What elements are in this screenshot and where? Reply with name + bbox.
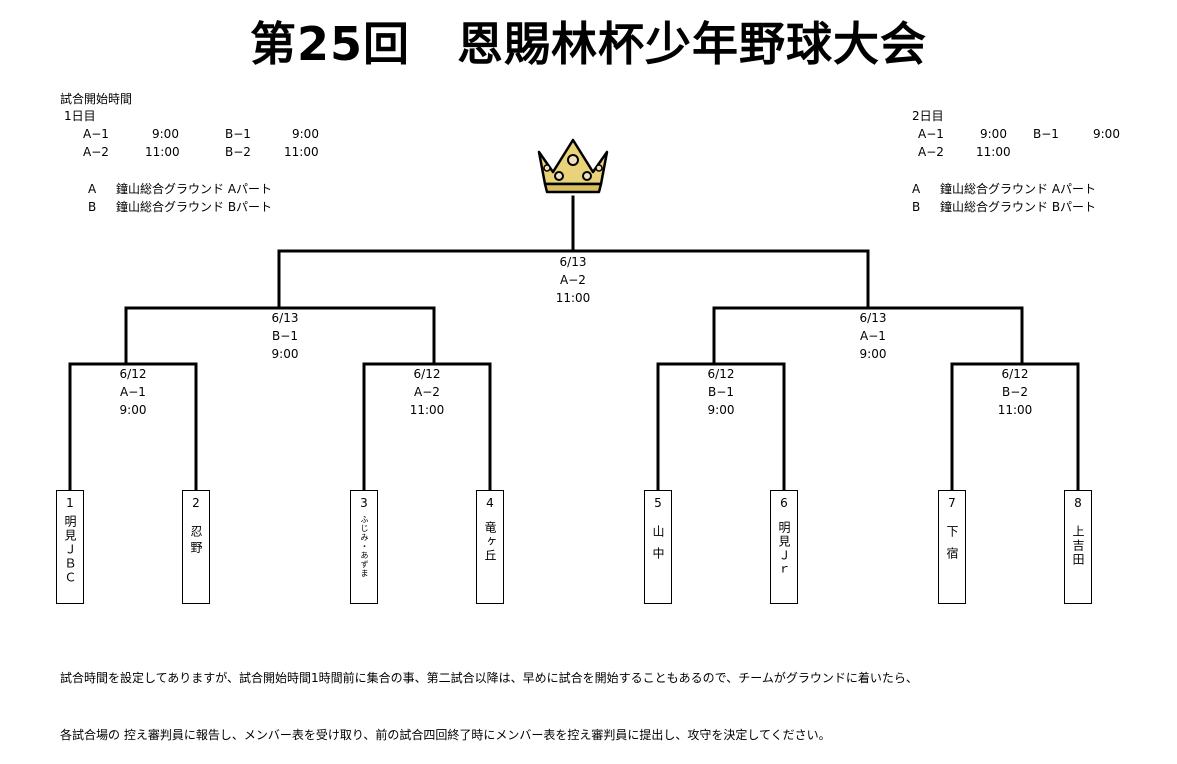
note-line: 各試合場の 控え審判員に報告し、メンバー表を受け取り、前の試合四回終了時にメンバ… — [60, 728, 831, 742]
r1-2-line — [362, 362, 492, 491]
match-time: 9:00 — [859, 347, 887, 361]
ground-code: A — [912, 182, 921, 196]
match-semi-right: 6/13 A−1 9:00 — [828, 309, 918, 363]
ground-name: 鐘山総合グラウンド Bパート — [940, 200, 1097, 214]
semi-right-line — [712, 306, 1024, 366]
team-name: ふじみ・あずま — [360, 515, 369, 578]
team-box: 6 明見Ｊｒ — [770, 490, 798, 604]
team-name: 上吉田 — [1071, 525, 1085, 567]
slot-time: 11:00 — [145, 145, 180, 159]
match-time: 9:00 — [707, 403, 735, 417]
footer-note: 試合時間を設定してありますが、試合開始時間1時間前に集合の事、第二試合以降は、早… — [60, 631, 918, 764]
match-date: 6/12 — [119, 367, 147, 381]
match-r1-2: 6/12 A−2 11:00 — [382, 365, 472, 419]
team-box: 5 山中 — [644, 490, 672, 604]
match-time: 11:00 — [409, 403, 445, 417]
team-number: 5 — [654, 496, 662, 510]
match-time: 11:00 — [555, 291, 591, 305]
ground-code: B — [912, 200, 921, 214]
schedule-heading: 試合開始時間 — [60, 92, 133, 106]
r1-1-line — [68, 362, 198, 491]
ground-code: B — [88, 200, 97, 214]
team-box: 1 明見ＪＢＣ — [56, 490, 84, 604]
slot-time: 11:00 — [284, 145, 319, 159]
team-box: 8 上吉田 — [1064, 490, 1092, 604]
slot-label: A−2 — [83, 145, 109, 159]
crown-icon — [537, 138, 609, 194]
page-title: 第25回 恩賜林杯少年野球大会 — [249, 17, 927, 71]
team-number: 4 — [486, 496, 494, 510]
slot-label: B−1 — [225, 127, 251, 141]
r1-3-line — [656, 362, 786, 491]
schedule-day-1: 1日目 — [64, 109, 96, 123]
slot-label: A−2 — [918, 145, 944, 159]
slot-time: 11:00 — [976, 145, 1011, 159]
team-number: 7 — [948, 496, 956, 510]
slot-label: B−2 — [225, 145, 251, 159]
team-box: 3 ふじみ・あずま — [350, 490, 378, 604]
final-line — [277, 195, 870, 310]
match-r1-3: 6/12 B−1 9:00 — [676, 365, 766, 419]
r1-4-line — [950, 362, 1080, 491]
semi-left-line — [124, 306, 436, 366]
team-number: 6 — [780, 496, 788, 510]
team-number: 8 — [1074, 496, 1082, 510]
slot-label: A−1 — [918, 127, 944, 141]
slot-time: 9:00 — [980, 127, 1007, 141]
team-name: 山中 — [651, 525, 665, 569]
team-name: 明見Ｊｒ — [777, 521, 791, 577]
match-time: 9:00 — [271, 347, 299, 361]
match-date: 6/12 — [413, 367, 441, 381]
slot-time: 9:00 — [1093, 127, 1120, 141]
team-box: 2 忍野 — [182, 490, 210, 604]
ground-name: 鐘山総合グラウンド Bパート — [116, 200, 273, 214]
team-number: 2 — [192, 496, 200, 510]
ground-name: 鐘山総合グラウンド Aパート — [116, 182, 273, 196]
bracket-lines — [68, 195, 1080, 491]
team-number: 1 — [66, 496, 74, 510]
team-name: 忍野 — [189, 525, 203, 557]
match-slot: A−2 — [414, 385, 440, 399]
match-r1-1: 6/12 A−1 9:00 — [88, 365, 178, 419]
match-slot: A−1 — [120, 385, 146, 399]
slot-time: 9:00 — [152, 127, 179, 141]
ground-name: 鐘山総合グラウンド Aパート — [940, 182, 1097, 196]
match-time: 11:00 — [997, 403, 1033, 417]
match-date: 6/13 — [559, 255, 587, 269]
match-final: 6/13 A−2 11:00 — [528, 253, 618, 307]
team-name: 明見ＪＢＣ — [63, 515, 77, 585]
match-slot: B−1 — [708, 385, 734, 399]
team-box: 4 竜ヶ丘 — [476, 490, 504, 604]
team-box: 7 下宿 — [938, 490, 966, 604]
match-date: 6/13 — [271, 311, 299, 325]
match-date: 6/12 — [1001, 367, 1029, 381]
note-line: 試合時間を設定してありますが、試合開始時間1時間前に集合の事、第二試合以降は、早… — [60, 671, 918, 685]
match-r1-4: 6/12 B−2 11:00 — [970, 365, 1060, 419]
slot-label: B−1 — [1033, 127, 1059, 141]
match-time: 9:00 — [119, 403, 147, 417]
match-date: 6/13 — [859, 311, 887, 325]
match-slot: B−2 — [1002, 385, 1028, 399]
team-number: 3 — [360, 496, 368, 510]
match-slot: A−1 — [860, 329, 886, 343]
match-slot: A−2 — [560, 273, 586, 287]
match-semi-left: 6/13 B−1 9:00 — [240, 309, 330, 363]
match-slot: B−1 — [272, 329, 298, 343]
ground-code: A — [88, 182, 97, 196]
schedule-day-2: 2日目 — [912, 109, 944, 123]
match-date: 6/12 — [707, 367, 735, 381]
team-name: 竜ヶ丘 — [483, 521, 497, 563]
team-name: 下宿 — [945, 525, 959, 569]
slot-label: A−1 — [83, 127, 109, 141]
slot-time: 9:00 — [292, 127, 319, 141]
